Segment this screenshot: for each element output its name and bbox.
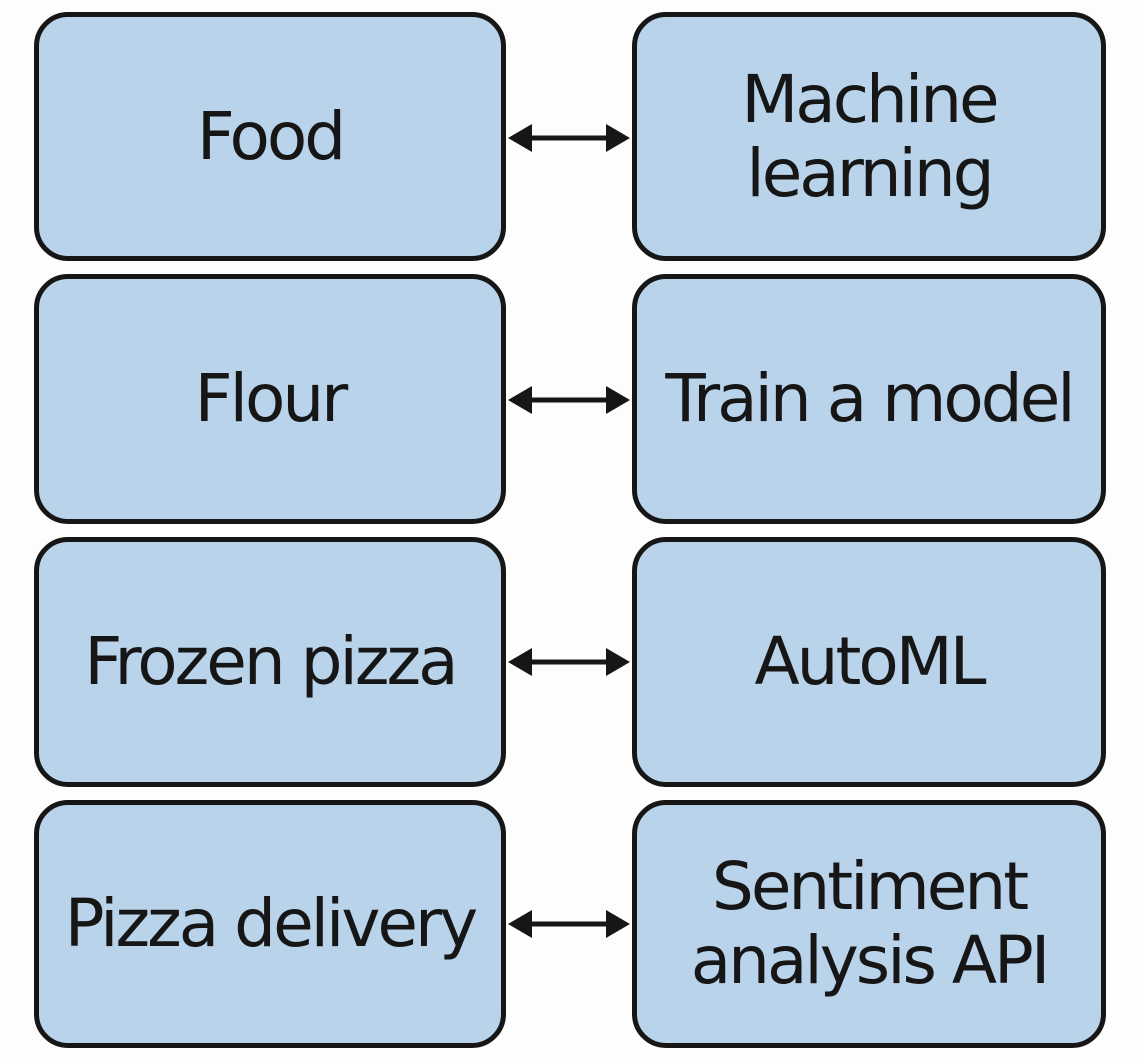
double-arrow-icon [508, 648, 630, 676]
right-box-train-a-model: Train a model [632, 274, 1106, 524]
double-arrow-icon [508, 386, 630, 414]
right-box-sentiment-analysis-api: Sentiment analysis API [632, 800, 1106, 1048]
double-arrow-icon [508, 910, 630, 938]
right-box-automl: AutoML [632, 537, 1106, 787]
right-box-machine-learning: Machine learning [632, 12, 1106, 261]
left-box-frozen-pizza: Frozen pizza [34, 537, 506, 787]
double-arrow-icon [508, 124, 630, 152]
left-box-food: Food [34, 12, 506, 261]
left-box-pizza-delivery: Pizza delivery [34, 800, 506, 1048]
left-box-flour: Flour [34, 274, 506, 524]
